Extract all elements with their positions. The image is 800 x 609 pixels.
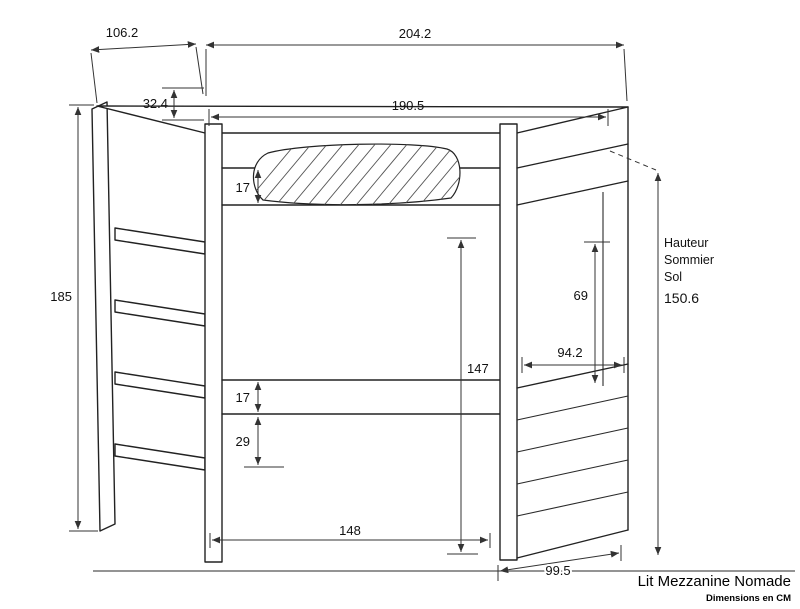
- dim-rail-to-shelf-value: 29: [236, 434, 250, 449]
- dim-inner-length: 190.5: [208, 98, 609, 126]
- sommier-caption-line3: Sol: [664, 270, 682, 284]
- dim-floor-depth-right-value: 99.5: [545, 563, 570, 578]
- dim-rail-to-shelf: 29: [236, 416, 284, 468]
- panel-plank: [516, 427, 629, 453]
- dim-sommier-height-value: 150.6: [664, 290, 699, 306]
- dim-inner-width-bottom-value: 148: [339, 523, 361, 538]
- sommier-caption-line1: Hauteur: [664, 236, 708, 250]
- ladder-rung: [114, 443, 206, 471]
- dim-upper-rail: 17: [236, 169, 262, 204]
- drawing-title: Lit Mezzanine Nomade: [638, 573, 791, 590]
- dim-under-bed-clearance: 147: [447, 237, 489, 555]
- dim-headboard-offset-value: 32.4: [143, 96, 168, 111]
- dim-under-bed-clearance-value: 147: [467, 361, 489, 376]
- bunk-side-bottom-line: [516, 180, 629, 206]
- panel-plank: [516, 395, 629, 421]
- back-left-post: [91, 101, 116, 532]
- front-left-post: [204, 123, 223, 563]
- panel-plank: [516, 491, 629, 517]
- dim-inner-width-bottom: 148: [209, 523, 491, 548]
- ladder-rung: [114, 299, 206, 327]
- dim-lower-rail: 17: [236, 381, 262, 413]
- dim-top-width: 204.2: [205, 26, 628, 102]
- bed-structure: [91, 101, 795, 572]
- panel-plank: [516, 459, 629, 485]
- dim-side-opening-value: 69: [574, 288, 588, 303]
- title-block: Lit Mezzanine Nomade Dimensions en CM: [638, 573, 791, 604]
- ladder-rung: [114, 227, 206, 255]
- panel-plank-top: [516, 363, 629, 389]
- dim-upper-rail-value: 17: [236, 180, 250, 195]
- dim-total-height: 185: [50, 104, 98, 532]
- dim-lower-rail-value: 17: [236, 390, 250, 405]
- dim-side-depth: 94.2: [521, 343, 625, 373]
- dim-side-opening: 69: [574, 241, 610, 384]
- right-side-panel: [516, 106, 629, 559]
- dim-top-depth-left: 106.2: [90, 25, 204, 104]
- sommier-caption-line2: Sommier: [664, 253, 714, 267]
- ladder-rung: [114, 371, 206, 399]
- dim-sommier-height: Hauteur Sommier Sol 150.6: [609, 150, 714, 556]
- dim-top-width-value: 204.2: [399, 26, 432, 41]
- drawing-subtitle: Dimensions en CM: [706, 593, 791, 604]
- mattress: [252, 143, 461, 206]
- bunk-side-line: [516, 143, 629, 169]
- ladder: [114, 227, 206, 471]
- dim-inner-length-value: 190.5: [392, 98, 425, 113]
- dim-headboard-offset: 32.4: [143, 87, 204, 121]
- dim-floor-depth-right: 99.5: [497, 545, 622, 581]
- dim-side-depth-value: 94.2: [557, 345, 582, 360]
- front-right-post: [499, 123, 518, 561]
- dim-total-height-value: 185: [50, 289, 72, 304]
- dim-top-depth-left-value: 106.2: [106, 25, 139, 40]
